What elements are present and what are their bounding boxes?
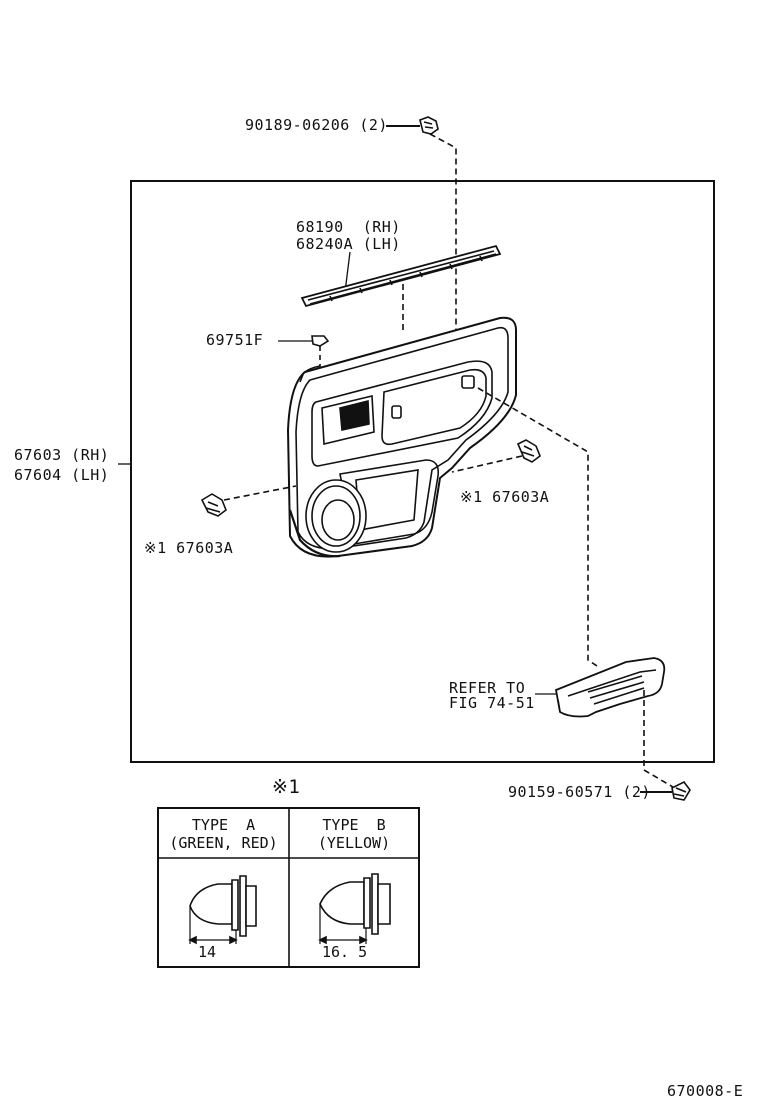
clip-left-label: ※1 67603A [144, 539, 234, 557]
type-a-dimension: 14 [198, 943, 217, 961]
door-trim-panel [286, 316, 517, 558]
refer-line-2: FIG 74-51 [449, 694, 535, 712]
bolt-icon [419, 116, 439, 135]
clip-type-a-drawing [188, 875, 257, 945]
screw-icon [671, 780, 691, 801]
clip-right-label: ※1 67603A [460, 488, 550, 506]
weatherstrip-lh-label: 68240A (LH) [296, 235, 401, 253]
type-a-colors: (GREEN, RED) [169, 834, 278, 852]
type-b-title: TYPE B [322, 816, 386, 834]
clip-fastener-icon [516, 439, 541, 463]
refer-line-1: REFER TO [449, 679, 526, 697]
door-pull-handle [554, 657, 666, 718]
figure-code: 670008-E [667, 1082, 744, 1100]
weatherstrip-rh-label: 68190 (RH) [296, 218, 401, 236]
retainer-label: 69751F [206, 331, 264, 349]
weatherstrip-part [300, 244, 502, 308]
type-b-colors: (YELLOW) [317, 834, 391, 852]
type-a-title: TYPE A [191, 816, 256, 834]
assembly-frame [130, 180, 715, 763]
type-b-dimension: 16. 5 [322, 943, 368, 961]
bolt-part-label: 90189-06206 (2) [245, 116, 388, 134]
note-mark: ※1 [272, 776, 301, 798]
clip-fastener-icon [200, 493, 227, 517]
retainer-clip-icon [311, 335, 330, 347]
screw-part-label: 90159-60571 (2) [508, 783, 651, 801]
clip-type-table [157, 807, 420, 968]
panel-rh-label: 67603 (RH) [14, 446, 110, 464]
clip-type-b-drawing [318, 873, 391, 945]
panel-lh-label: 67604 (LH) [14, 466, 110, 484]
